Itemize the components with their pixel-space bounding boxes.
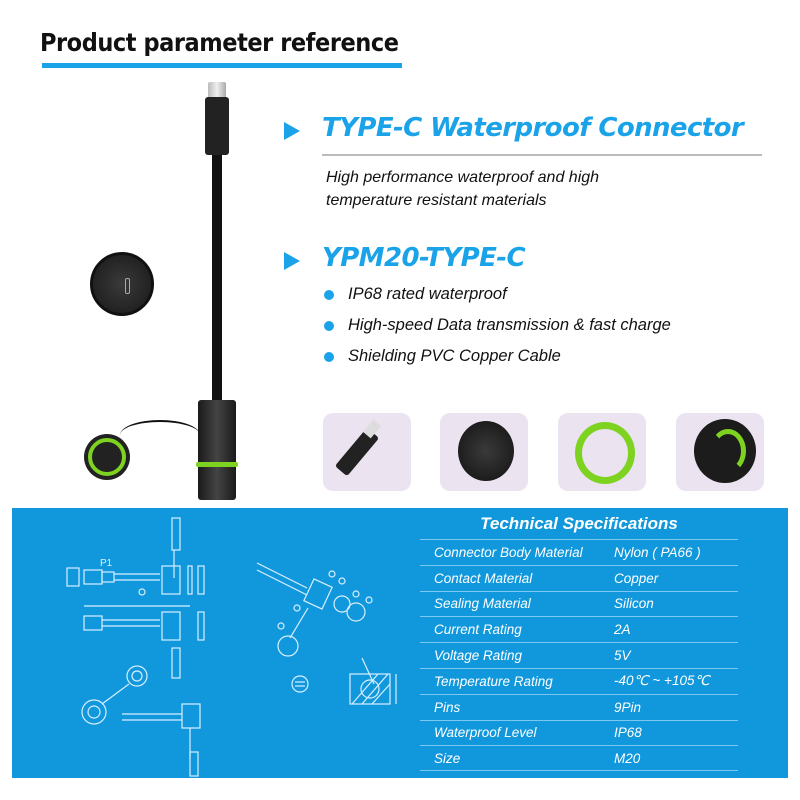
spec-key: Current Rating: [434, 622, 522, 638]
heading-divider: [322, 154, 762, 156]
table-row: Waterproof Level IP68: [420, 719, 738, 746]
green-seal-ring: [196, 462, 238, 467]
feature-item: High-speed Data transmission & fast char…: [324, 316, 671, 335]
spec-key: Waterproof Level: [434, 725, 537, 741]
thumbnail-socket-face: [440, 413, 528, 491]
spec-key: Sealing Material: [434, 596, 531, 612]
thumbnail-o-ring: [558, 413, 646, 491]
panel-mount-connector: [198, 400, 236, 500]
arrow-right-icon: [284, 122, 300, 140]
bullet-dot-icon: [324, 289, 334, 300]
feature-item: Shielding PVC Copper Cable: [324, 347, 561, 366]
model-heading: YPM20-TYPE-C: [322, 243, 526, 273]
spec-value: IP68: [614, 725, 642, 741]
spec-value: 2A: [614, 622, 631, 638]
table-row: Voltage Rating 5V: [420, 642, 738, 668]
bullet-dot-icon: [324, 320, 334, 331]
spec-value: Nylon ( PA66 ): [614, 544, 701, 560]
spec-value: -40℃ ~ +105℃: [614, 673, 710, 689]
socket-face: [90, 252, 154, 316]
thumbnail-type-c-plug: [323, 413, 411, 491]
spec-value: 9Pin: [614, 699, 642, 715]
spec-value: Silicon: [614, 596, 654, 612]
product-heading: TYPE-C Waterproof Connector: [322, 113, 744, 143]
spec-key: Size: [434, 750, 461, 766]
table-row: Temperature Rating -40℃ ~ +105℃: [420, 667, 738, 694]
table-row: Connector Body Material Nylon ( PA66 ): [420, 539, 738, 565]
table-row: Size M20: [420, 745, 738, 772]
table-row: Contact Material Copper: [420, 564, 738, 591]
page-title: Product parameter reference: [40, 28, 399, 57]
cap-seal-icon: [710, 429, 746, 473]
cap-tether: [120, 420, 200, 450]
technical-drawing: P1: [66, 517, 397, 777]
spec-key: Temperature Rating: [434, 673, 553, 689]
usb-c-plug-body: [205, 97, 229, 155]
description-line-2: temperature resistant materials: [326, 192, 547, 209]
spec-table: Connector Body Material Nylon ( PA66 ) C…: [420, 539, 738, 772]
thumbnail-dust-cap: [676, 413, 764, 491]
drawing-label: P1: [100, 558, 113, 569]
feature-item: IP68 rated waterproof: [324, 285, 507, 304]
spec-key: Connector Body Material: [434, 544, 583, 560]
usb-c-slot-icon: [125, 278, 130, 294]
table-row: Sealing Material Silicon: [420, 590, 738, 617]
spec-value: Copper: [614, 570, 659, 586]
table-row: Current Rating 2A: [420, 616, 738, 642]
arrow-right-icon: [284, 252, 300, 270]
dust-cap: [88, 438, 126, 476]
title-underline: [42, 63, 402, 68]
description-line-1: High performance waterproof and high: [326, 169, 600, 186]
spec-value: 5V: [614, 648, 631, 664]
o-ring-icon: [575, 422, 635, 484]
cable: [212, 155, 222, 500]
spec-key: Contact Material: [434, 570, 533, 586]
spec-key: Pins: [434, 699, 461, 715]
table-row: Pins 9Pin: [420, 693, 738, 720]
spec-value: M20: [614, 750, 641, 766]
spec-table-title: Technical Specifications: [480, 514, 678, 533]
bullet-dot-icon: [324, 351, 334, 362]
socket-icon: [458, 421, 514, 481]
spec-key: Voltage Rating: [434, 648, 523, 664]
usb-c-plug-tip: [208, 82, 226, 98]
